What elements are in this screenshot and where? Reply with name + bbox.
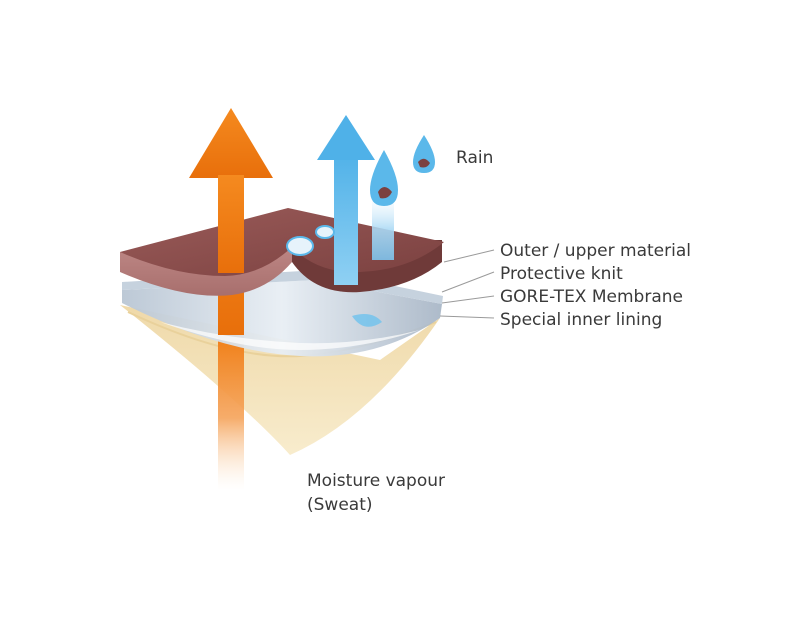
label-sweat: (Sweat) — [307, 495, 373, 515]
membrane-layer — [122, 280, 442, 357]
label-gore-tex-membrane: GORE-TEX Membrane — [500, 287, 683, 307]
label-protective-knit: Protective knit — [500, 264, 623, 284]
label-outer-material: Outer / upper material — [500, 241, 691, 261]
vapour-arrow-tail — [218, 330, 244, 490]
label-rain: Rain — [456, 148, 493, 168]
label-moisture-vapour: Moisture vapour — [307, 471, 445, 491]
outer-material-layer — [120, 175, 444, 296]
leader-lines — [439, 249, 495, 319]
raindrop-icon — [370, 135, 435, 260]
label-inner-lining: Special inner lining — [500, 310, 662, 330]
surface-water-beads — [286, 225, 382, 327]
up-arrow-icon — [189, 108, 273, 178]
rain-up-arrow — [317, 115, 375, 285]
